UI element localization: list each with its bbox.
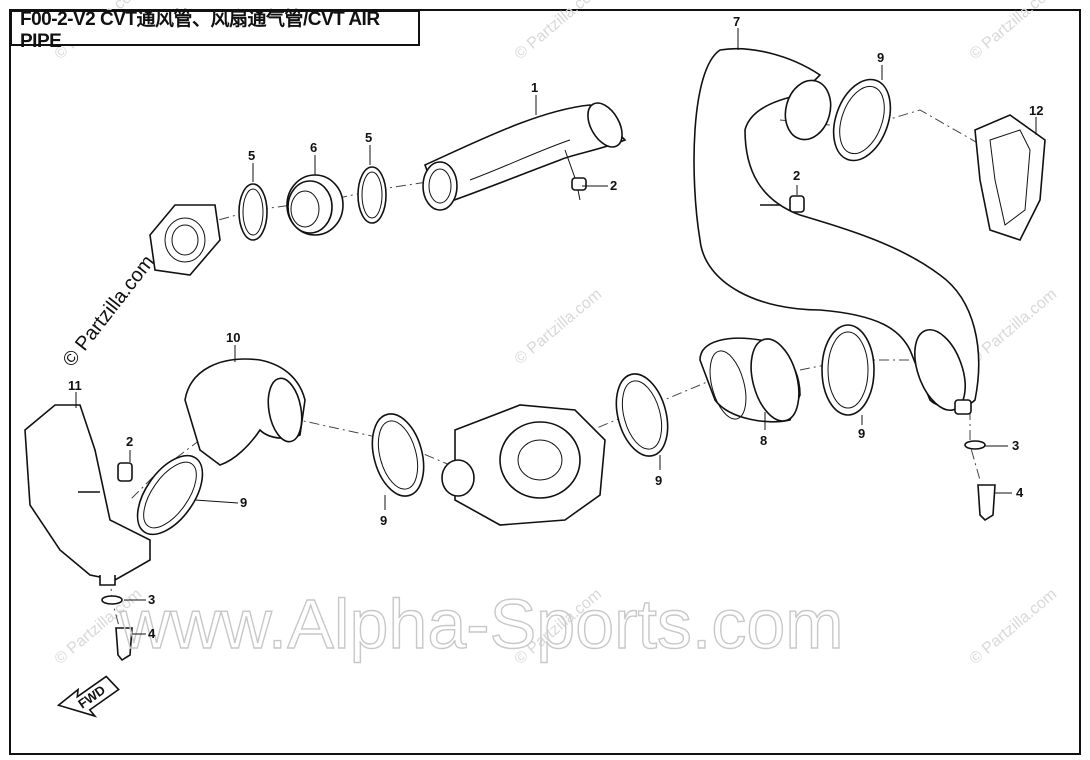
callout-1: 1 [531, 80, 538, 95]
part-5-clamps [238, 166, 387, 241]
callout-12: 12 [1029, 103, 1043, 118]
callout-6: 6 [310, 140, 317, 155]
part-2-grommet [564, 149, 587, 201]
callout-5: 5 [365, 130, 372, 145]
callout-4: 4 [148, 626, 156, 641]
callout-10: 10 [226, 330, 240, 345]
part-3-4-fittings [101, 440, 996, 662]
callout-9: 9 [655, 473, 662, 488]
part-9-clamps [136, 78, 892, 536]
part-7-fan-pipe [693, 47, 980, 415]
callout-9: 9 [858, 426, 865, 441]
callout-9: 9 [877, 50, 884, 65]
watermark-rotated: © Partzilla.com [59, 251, 159, 371]
intake-flange [149, 204, 221, 276]
callout-9: 9 [380, 513, 387, 528]
part-8-coupler [699, 337, 801, 423]
part-6-coupler [286, 174, 344, 236]
callout-2: 2 [126, 434, 133, 449]
watermark-small: © Partzilla.com [512, 286, 606, 368]
callout-3: 3 [148, 592, 155, 607]
callout-2: 2 [793, 168, 800, 183]
callout-4: 4 [1016, 485, 1024, 500]
part-2-grommet-right [760, 195, 805, 213]
watermark-small: © Partzilla.com [967, 586, 1061, 668]
diagram-title: F00-2-V2 CVT通风管、风扇通气管/CVT AIR PIPE [20, 8, 380, 52]
part-12-end-fitting [974, 114, 1046, 241]
callouts: 1 2 2 2 3 3 4 4 5 5 6 7 8 9 9 9 9 [68, 14, 1043, 641]
part-1-air-duct [422, 102, 627, 211]
watermark-main: www.Alpha-Sports.com [119, 585, 844, 663]
callout-2: 2 [610, 178, 617, 193]
cvt-cover [441, 404, 606, 526]
diagram-frame [9, 9, 1081, 755]
callout-3: 3 [1012, 438, 1019, 453]
watermark-small: © Partzilla.com [967, 286, 1061, 368]
callout-11: 11 [68, 378, 82, 393]
part-11-duct-housing [24, 404, 151, 586]
fwd-arrow-icon: FWD [56, 675, 120, 718]
callout-8: 8 [760, 433, 767, 448]
callout-5: 5 [248, 148, 255, 163]
callout-7: 7 [733, 14, 740, 29]
title-box: F00-2-V2 CVT通风管、风扇通气管/CVT AIR PIPE [10, 9, 420, 52]
callout-9: 9 [240, 495, 247, 510]
part-10-elbow [184, 358, 306, 466]
